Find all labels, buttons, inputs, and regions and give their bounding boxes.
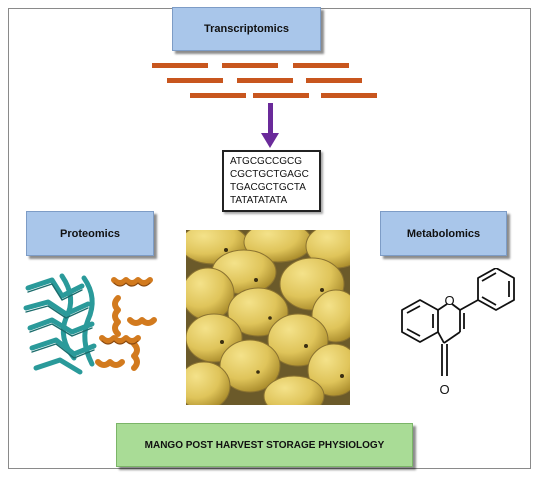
- mango-storage-physiology-label: MANGO POST HARVEST STORAGE PHYSIOLOGY: [144, 439, 385, 451]
- mango-fruit: [227, 287, 289, 337]
- sequence-line: TATATATATA: [230, 195, 288, 206]
- mango-fruit: [186, 267, 235, 321]
- transcriptomics-label: Transcriptomics: [204, 23, 289, 35]
- mango-photo: [186, 230, 350, 405]
- dna-sequence-box: ATGCGCCGCG CGCTGCTGAGC TGACGCTGCTA TATAT…: [222, 150, 321, 212]
- proteomics-box: Proteomics: [26, 211, 154, 256]
- mango-fruit: [186, 361, 231, 405]
- mango-fruit: [307, 343, 350, 397]
- ring-oxygen-label: O: [444, 293, 454, 308]
- flavone-molecule-diagram: O O: [401, 268, 515, 397]
- mango-fruit: [263, 375, 325, 405]
- sequence-line: ATGCGCCGCG: [230, 156, 303, 167]
- mango-storage-physiology-box: MANGO POST HARVEST STORAGE PHYSIOLOGY: [116, 423, 413, 467]
- down-arrow-icon: [261, 103, 279, 148]
- metabolomics-box: Metabolomics: [380, 211, 507, 256]
- metabolomics-label: Metabolomics: [406, 227, 481, 240]
- mango-fruit: [267, 313, 329, 367]
- carbonyl-oxygen-label: O: [439, 382, 449, 397]
- sequence-line: CGCTGCTGAGC: [230, 169, 309, 180]
- protein-structure-image: [23, 273, 157, 375]
- sequence-line: TGACGCTGCTA: [230, 182, 306, 193]
- mango-fruit: [219, 339, 281, 393]
- proteomics-label: Proteomics: [60, 227, 120, 240]
- transcriptomics-box: Transcriptomics: [172, 7, 321, 51]
